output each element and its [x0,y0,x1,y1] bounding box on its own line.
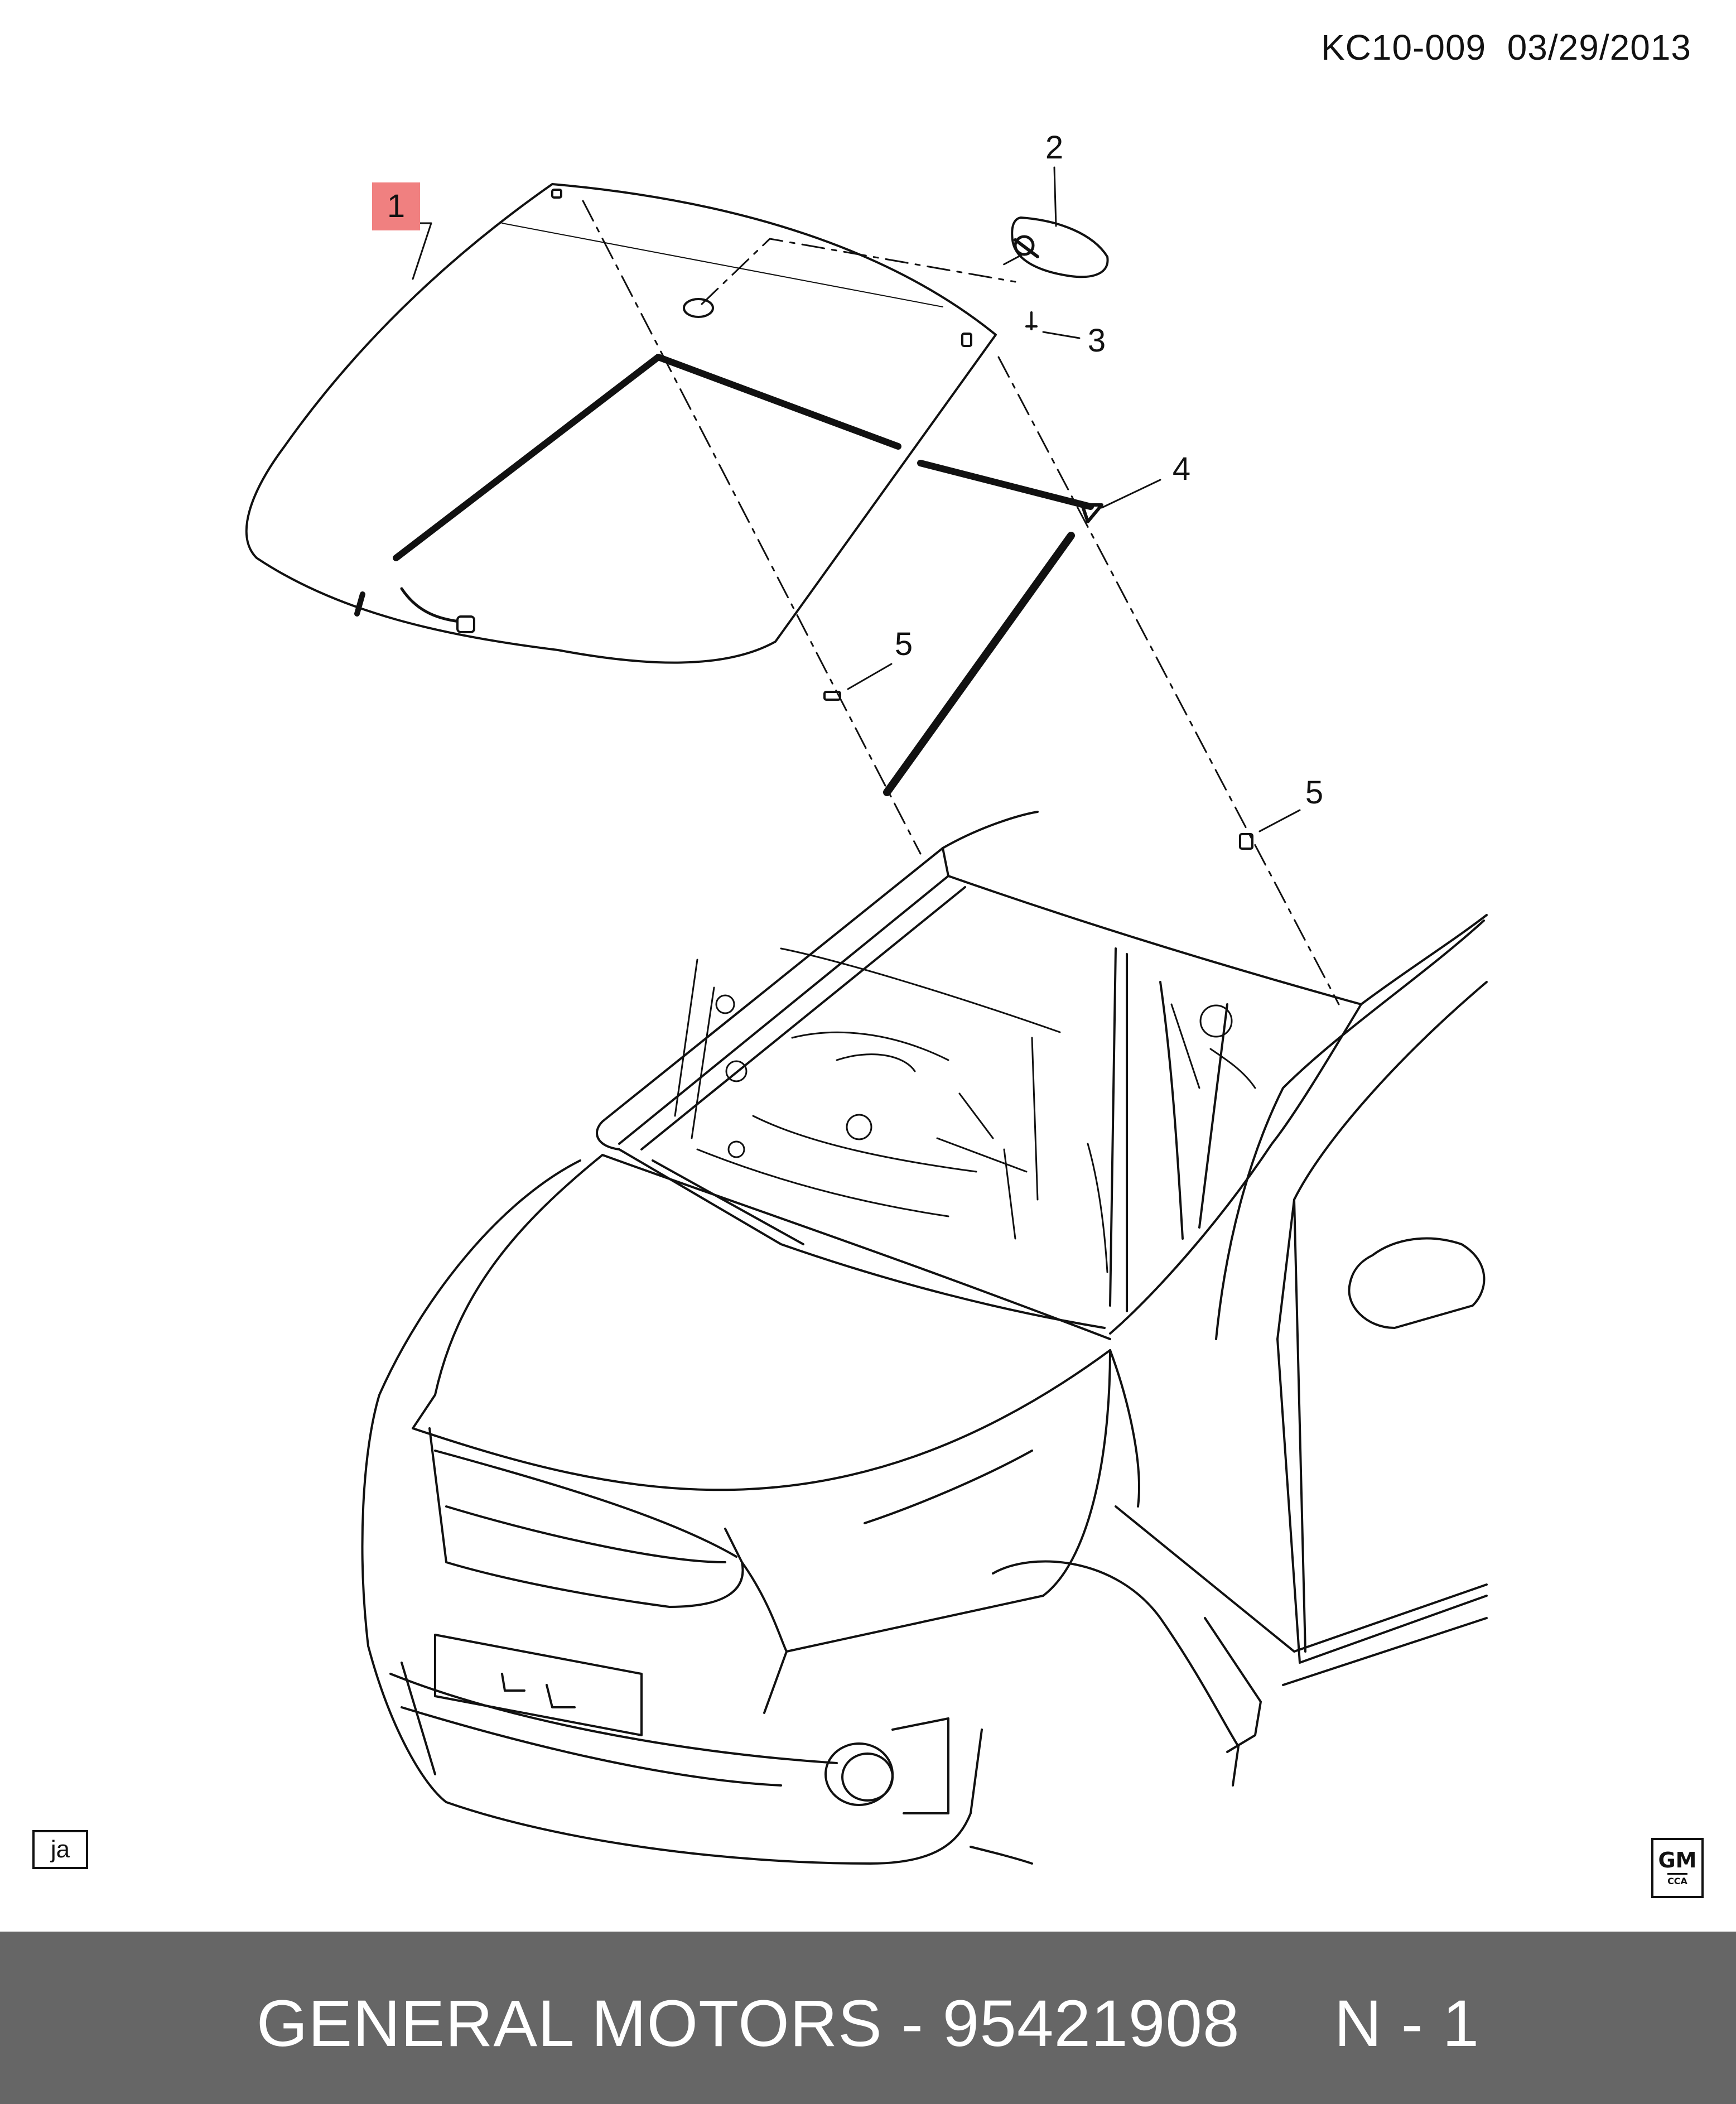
callout-5b: 5 [1305,774,1324,811]
diagram-code-and-date: KC10-009 03/29/2013 [1320,27,1691,68]
vehicle-interior-structure [674,947,1256,1273]
vehicle-body [361,811,1488,1865]
mirror-screw [1025,311,1038,330]
rear-view-mirror [1011,216,1109,278]
windshield-glass [245,183,997,664]
footer-part-number: GENERAL MOTORS - 95421908 N - 1 [256,1986,1480,2060]
callout-1-label: 1 [387,188,406,224]
gm-logo: GM CCA [1651,1838,1704,1898]
callout-3: 3 [1087,322,1106,359]
callout-5a: 5 [894,626,913,662]
callout-1: 1 [372,182,420,230]
callout-4: 4 [1172,451,1191,487]
callout-2: 2 [1045,129,1064,166]
language-tag: ja [32,1830,88,1869]
clip-b [1239,833,1253,850]
gm-logo-cca: CCA [1667,1873,1687,1886]
reveal-molding [883,460,1103,796]
callout-1-leader [412,222,432,280]
footer-banner: GENERAL MOTORS - 95421908 N - 1 [0,1932,1736,2104]
gm-logo-text: GM [1658,1848,1697,1872]
clip-a [823,691,841,701]
